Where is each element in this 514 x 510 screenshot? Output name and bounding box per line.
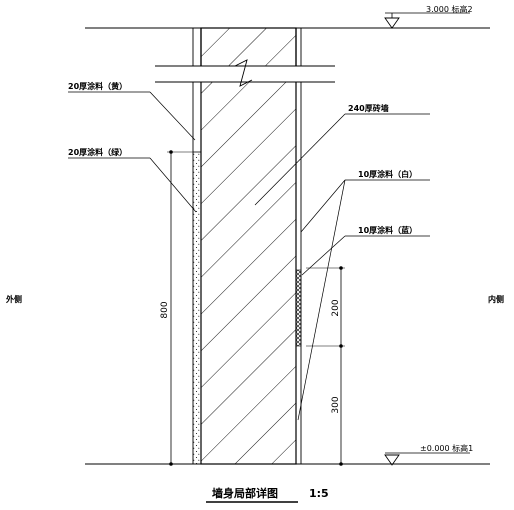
right-dimension xyxy=(306,266,345,466)
top-elevation-label: 3.000 标高2 xyxy=(426,4,473,14)
dim-200-label: 200 xyxy=(331,299,341,316)
callout-brick-wall: 240厚砖墙 xyxy=(348,103,389,113)
inner-coating-blue xyxy=(295,269,302,347)
bottom-elevation-marker xyxy=(384,452,470,466)
outer-coating-green xyxy=(193,152,201,464)
callout-coat-green: 20厚涂料（绿） xyxy=(68,147,127,157)
bottom-elevation-label: ±0.000 标高1 xyxy=(420,443,473,453)
dim-300-label: 300 xyxy=(331,396,341,413)
top-elevation-marker xyxy=(384,12,470,29)
brick-wall-section xyxy=(200,27,297,465)
callout-coat-yellow: 20厚涂料（黄） xyxy=(68,81,127,91)
leader-coat-white xyxy=(297,179,430,421)
leader-coat-blue xyxy=(301,235,430,276)
leader-brick-wall xyxy=(254,113,430,206)
leader-coat-yellow xyxy=(68,91,196,141)
break-symbol xyxy=(155,59,335,87)
callout-coat-white: 10厚涂料（白） xyxy=(358,169,417,179)
label-exterior: 外侧 xyxy=(6,294,22,304)
drawing-title: 墙身局部详图 xyxy=(212,486,278,500)
leader-coat-green xyxy=(68,157,197,213)
left-dimension xyxy=(167,150,193,466)
dim-800-label: 800 xyxy=(160,301,170,318)
callout-coat-blue: 10厚涂料（蓝） xyxy=(358,225,417,235)
label-interior: 内侧 xyxy=(488,294,504,304)
drawing-scale: 1:5 xyxy=(309,487,329,500)
